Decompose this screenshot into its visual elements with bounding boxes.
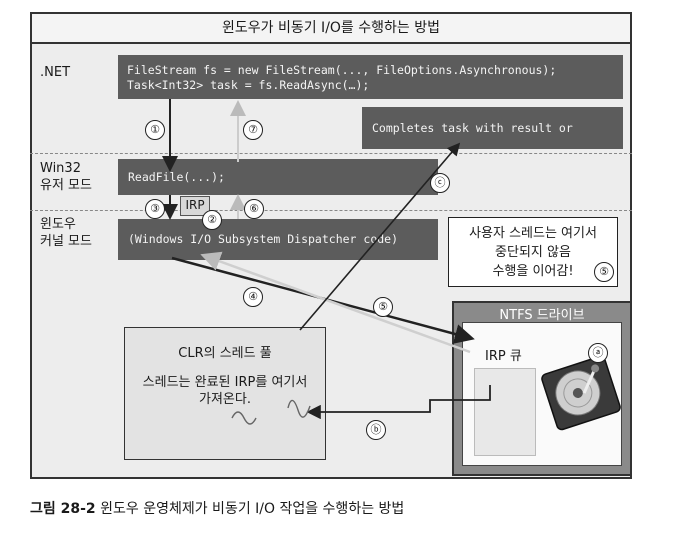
completes-task-box: Completes task with result or [362, 107, 623, 149]
callout-line2: 중단되지 않음 [495, 245, 571, 260]
clr-thread-pool-box [124, 327, 326, 460]
step-3-marker: ③ [145, 199, 165, 219]
arrow-step-5 [200, 251, 471, 354]
layer-label-win32: Win32 유저 모드 [40, 160, 92, 194]
irp-tag: IRP [180, 196, 210, 216]
step-b-marker: ⓑ [366, 420, 386, 440]
step-6-marker: ⑥ [244, 199, 264, 219]
scribble-mark [231, 411, 257, 425]
code-line-filestream: FileStream fs = new FileStream(..., File… [127, 63, 557, 77]
irp-queue-label: IRP 큐 [485, 349, 522, 364]
step-2-marker: ② [202, 210, 222, 230]
step-a-marker: ⓐ [588, 343, 608, 363]
code-line-readasync: Task<Int32> task = fs.ReadAsync(…); [127, 78, 370, 92]
dispatcher-code-box: (Windows I/O Subsystem Dispatcher code) [118, 219, 438, 260]
figure-caption-label: 그림 28-2 [30, 501, 96, 517]
layer-separator-kernel [30, 210, 632, 211]
clr-text-line1: 스레드는 완료된 IRP를 여기서 [142, 375, 308, 390]
arrow-step-b [306, 385, 491, 420]
step-c-marker: ⓒ [430, 173, 450, 193]
diagram-title: 윈도우가 비동기 I/O를 수행하는 방법 [30, 12, 632, 44]
figure-caption: 그림 28-2 윈도우 운영체제가 비동기 I/O 작업을 수행하는 방법 [30, 498, 404, 518]
dotnet-code-box: FileStream fs = new FileStream(..., File… [118, 55, 623, 99]
layer-label-kernel-line1: 윈도우 [40, 217, 76, 232]
layer-label-kernel: 윈도우 커널 모드 [40, 216, 92, 250]
user-thread-callout: 사용자 스레드는 여기서 중단되지 않음 수행을 이어감! [448, 217, 618, 287]
clr-thread-pool-text: 스레드는 완료된 IRP를 여기서 가져온다. [124, 374, 326, 408]
callout-line3: 수행을 이어감! [492, 264, 574, 279]
layer-label-win32-line2: 유저 모드 [40, 178, 92, 193]
clr-text-line2: 가져온다. [199, 392, 251, 407]
clr-thread-pool-title: CLR의 스레드 풀 [178, 346, 272, 361]
layer-label-dotnet: .NET [40, 65, 71, 80]
step-4-marker: ④ [243, 287, 263, 307]
ntfs-drive-title: NTFS 드라이브 [499, 308, 585, 323]
layer-label-kernel-line2: 커널 모드 [40, 234, 92, 249]
callout-line1: 사용자 스레드는 여기서 [469, 226, 597, 241]
layer-label-win32-line1: Win32 [40, 161, 81, 176]
irp-queue-area [474, 368, 536, 456]
callout-step-5-marker: ⑤ [594, 262, 614, 282]
step-1-marker: ① [145, 120, 165, 140]
layer-separator-user [30, 153, 632, 154]
scribble-mark-2 [287, 399, 311, 418]
step-7-marker: ⑦ [243, 120, 263, 140]
hard-disk-icon [541, 355, 621, 431]
step-5-marker: ⑤ [373, 297, 393, 317]
figure-caption-text: 윈도우 운영체제가 비동기 I/O 작업을 수행하는 방법 [95, 501, 405, 517]
